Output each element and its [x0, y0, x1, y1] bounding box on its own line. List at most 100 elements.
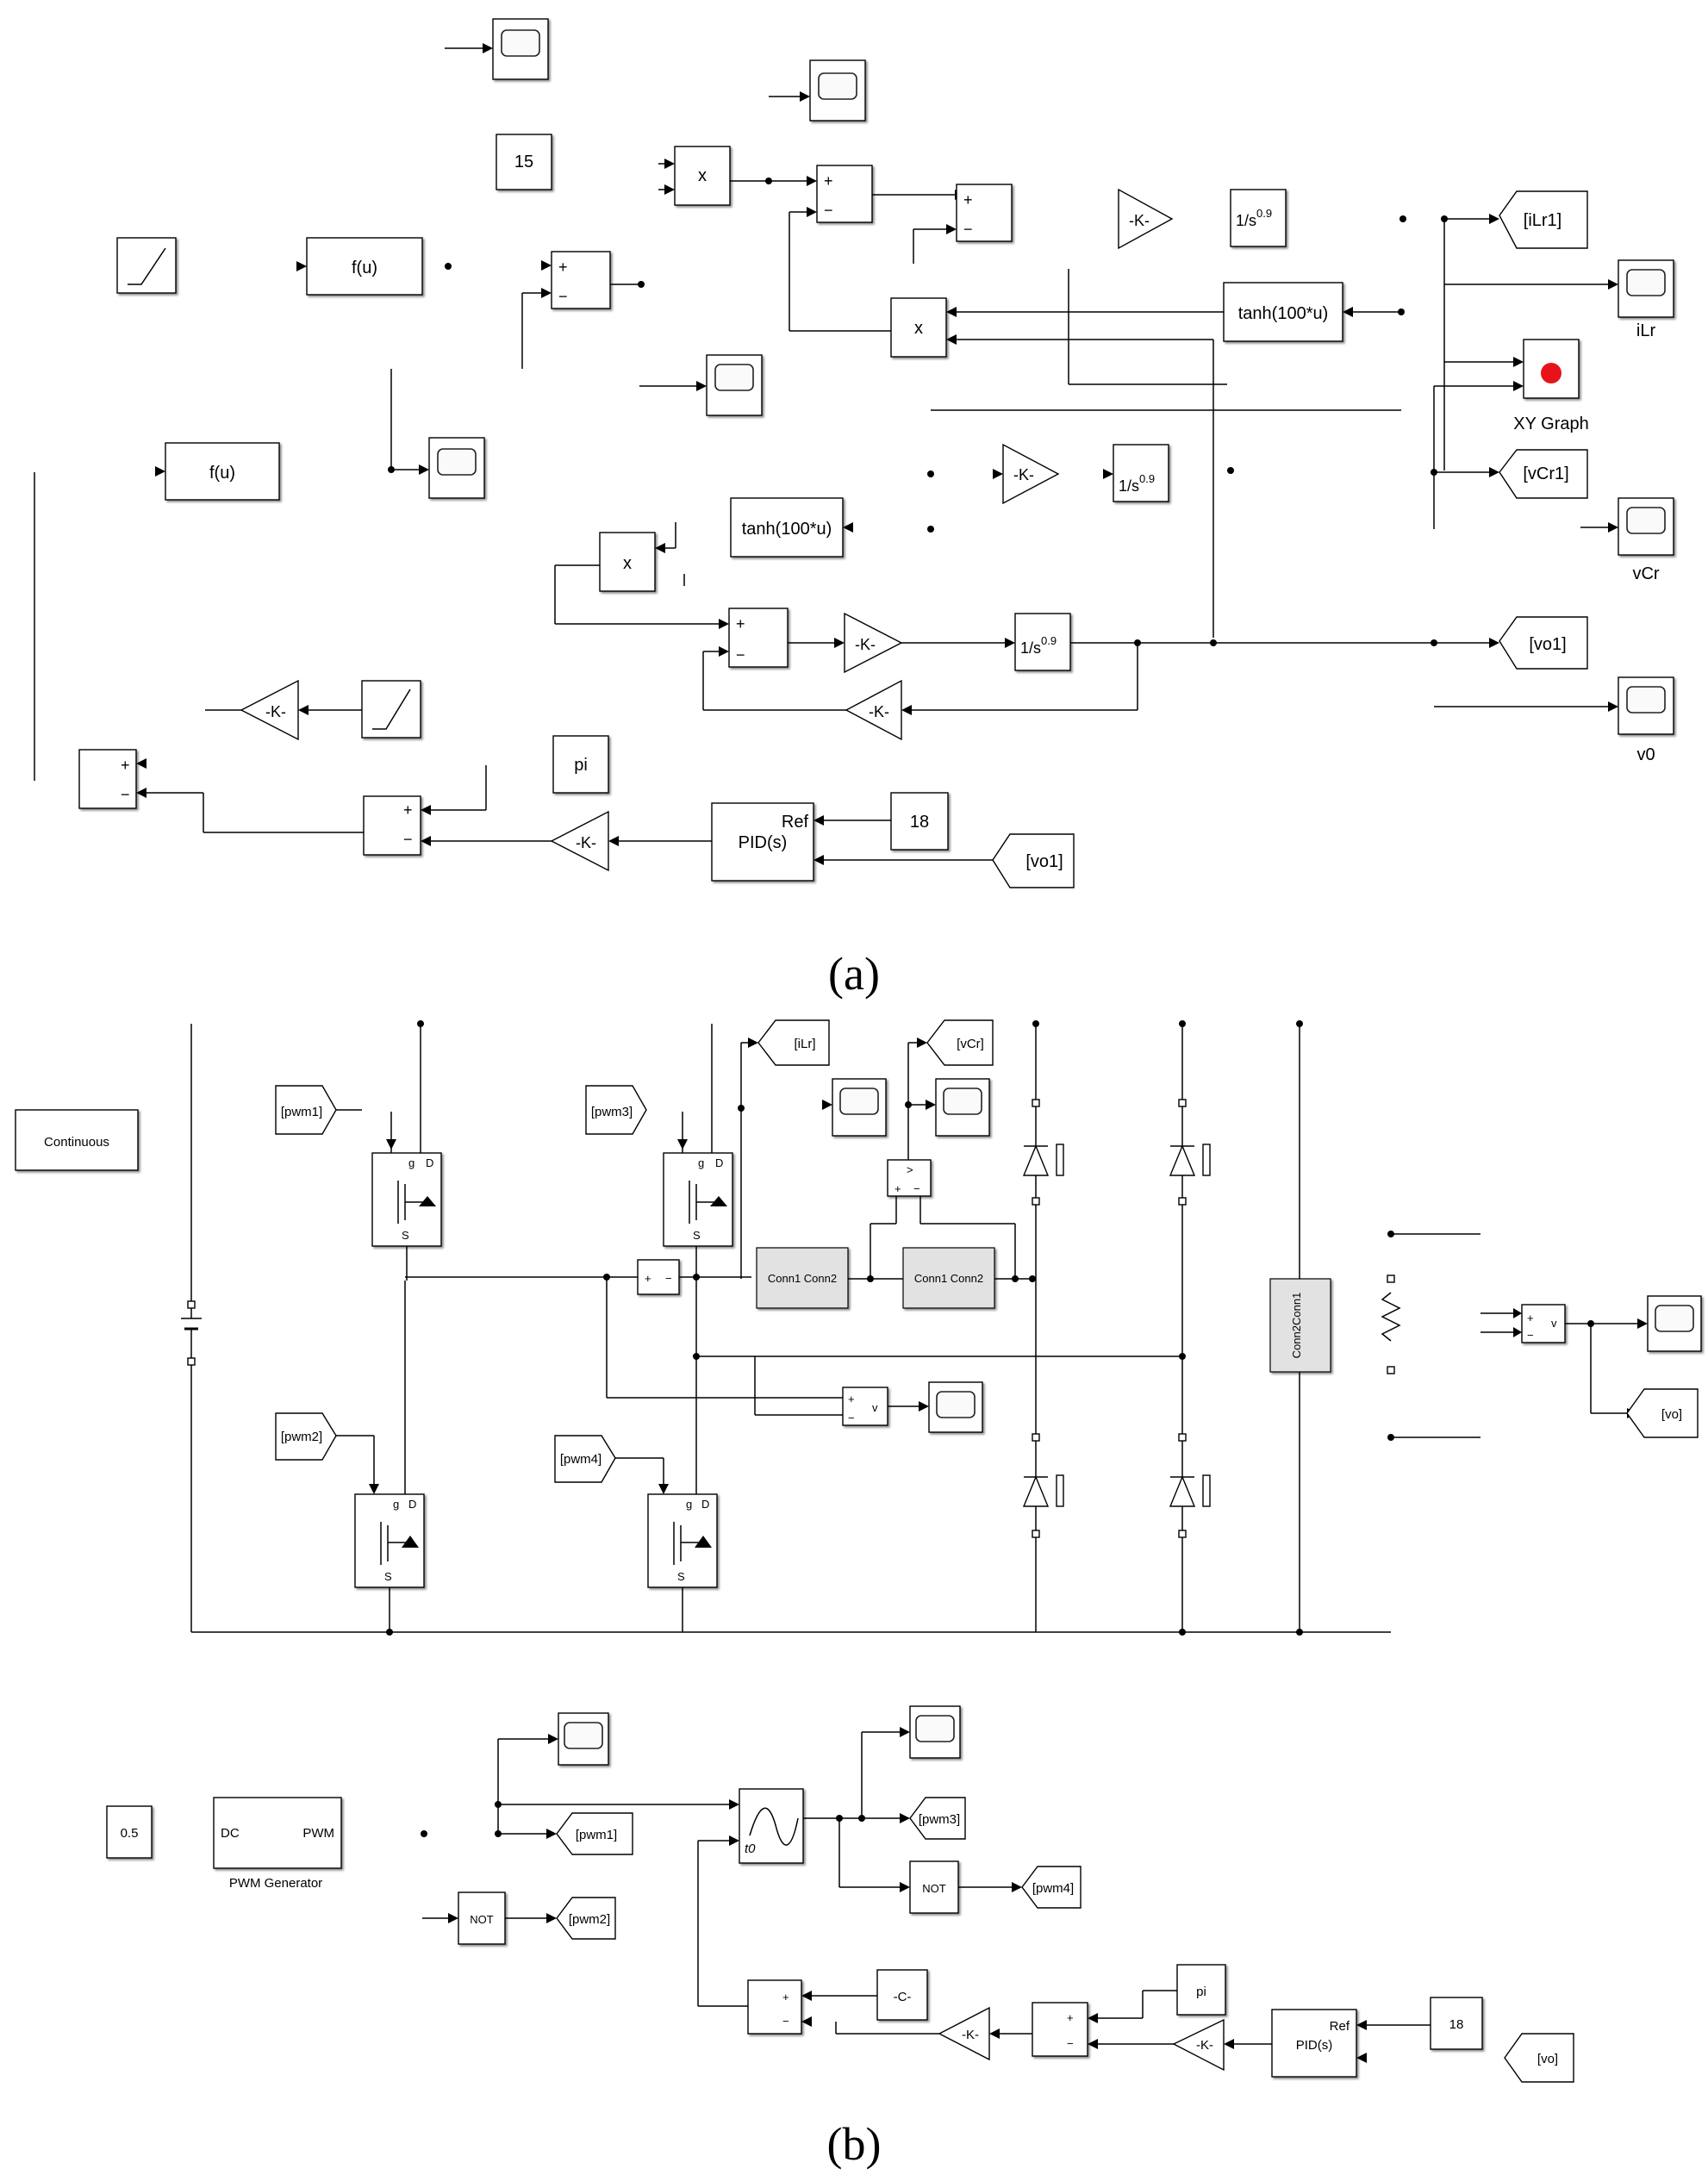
- sum-6[interactable]: + −: [363, 765, 552, 856]
- const-15[interactable]: 15: [496, 134, 552, 190]
- diode-3[interactable]: [1022, 1433, 1064, 1538]
- tag-pwm2[interactable]: [pwm2]: [275, 1412, 379, 1494]
- scope-b2[interactable]: [908, 1078, 990, 1137]
- sum-b2[interactable]: + −: [1032, 1990, 1177, 2057]
- mosfet-3[interactable]: g D S: [663, 1024, 733, 1499]
- scope-ilr[interactable]: iLr: [1618, 259, 1674, 340]
- const-pi-b[interactable]: pi: [1176, 1964, 1226, 2016]
- scope-a4[interactable]: [388, 369, 485, 499]
- svg-text:−: −: [848, 1412, 855, 1424]
- product-1[interactable]: x: [658, 146, 817, 206]
- frac-int-2[interactable]: 1/s0.9: [1103, 444, 1234, 502]
- tanh-2[interactable]: tanh(100*u): [730, 497, 934, 558]
- tag-pwm3-out[interactable]: [pwm3]: [909, 1797, 966, 1840]
- sum-3[interactable]: + −: [521, 251, 645, 369]
- gain-b2[interactable]: -K-: [1172, 2018, 1272, 2072]
- sum-5[interactable]: + −: [78, 749, 364, 833]
- sum-2[interactable]: + −: [913, 184, 1013, 264]
- svg-text:PID(s): PID(s): [739, 833, 788, 852]
- tag-pwm2-out[interactable]: [pwm2]: [556, 1897, 616, 1940]
- pid-b[interactable]: Ref PID(s): [1271, 2009, 1431, 2078]
- voltage-sensor-cr[interactable]: > + −: [870, 1159, 1016, 1279]
- svg-text:-K-: -K-: [265, 703, 286, 720]
- const-c[interactable]: -C-: [876, 1969, 928, 2021]
- tag-ilr[interactable]: [iLr]: [738, 1019, 830, 1279]
- scope-b6[interactable]: [909, 1705, 961, 1759]
- pwm-generator[interactable]: DC PWM PWM Generator: [213, 1797, 427, 1891]
- gain-b1[interactable]: -K-: [835, 2006, 1032, 2061]
- frac-int-1[interactable]: 1/s0.9: [1230, 189, 1287, 247]
- scope-b1[interactable]: [822, 1078, 887, 1137]
- diode-1[interactable]: [1022, 1024, 1064, 1632]
- scope-v0[interactable]: v0: [1434, 676, 1674, 764]
- tag-pwm4-out[interactable]: [pwm4]: [1021, 1866, 1082, 1909]
- gain-a2[interactable]: -K-: [927, 443, 1060, 505]
- svg-text:-K-: -K-: [1129, 212, 1150, 229]
- product-3[interactable]: x: [554, 522, 729, 629]
- svg-text:−: −: [1527, 1329, 1534, 1342]
- from-vo1[interactable]: [vo1]: [992, 833, 1075, 888]
- mosfet-1[interactable]: g D S: [371, 1020, 442, 1281]
- tanh-1[interactable]: tanh(100*u): [1223, 282, 1405, 342]
- tag-pwm1[interactable]: [pwm1]: [275, 1085, 362, 1135]
- load-resistor[interactable]: [1381, 1231, 1480, 1441]
- mosfet-2[interactable]: g D S: [354, 1281, 425, 1636]
- const-05[interactable]: 0.5: [106, 1805, 153, 1859]
- goto-vo1[interactable]: [vo1]: [1499, 616, 1588, 670]
- fcn-1[interactable]: f(u): [296, 237, 452, 296]
- tag-pwm1-out[interactable]: [pwm1]: [556, 1812, 633, 1855]
- fcn-2[interactable]: f(u): [155, 442, 280, 501]
- scope-a2[interactable]: [769, 59, 866, 122]
- ramp-a2[interactable]: [361, 680, 421, 739]
- tag-vo-out[interactable]: [vo]: [1626, 1388, 1699, 1438]
- lr-inductor-block[interactable]: Conn1 Conn2: [756, 1247, 903, 1309]
- current-sensor[interactable]: + −: [405, 1259, 751, 1295]
- pid-a[interactable]: Ref PID(s): [711, 802, 993, 882]
- not-2[interactable]: NOT: [909, 1860, 1022, 1914]
- const-pi-a[interactable]: pi: [552, 735, 609, 794]
- scope-b4[interactable]: [1647, 1295, 1702, 1352]
- voltage-sensor-bridge[interactable]: + − v: [606, 1277, 929, 1426]
- product-2[interactable]: x: [789, 297, 1224, 638]
- svg-text:18: 18: [1449, 2017, 1464, 2032]
- diode-4[interactable]: [1169, 1433, 1211, 1538]
- const-18-a[interactable]: 18: [890, 792, 949, 851]
- sum-4[interactable]: + −: [702, 608, 848, 711]
- transport-delay[interactable]: t0: [697, 1727, 910, 2007]
- not-1[interactable]: NOT: [422, 1891, 557, 1945]
- mosfet-4[interactable]: g D S: [647, 1493, 718, 1632]
- svg-text:f(u): f(u): [209, 464, 235, 483]
- scope-a1[interactable]: [445, 18, 549, 80]
- sum-b1[interactable]: + −: [747, 1979, 877, 2035]
- xy-graph[interactable]: XY Graph: [1433, 339, 1589, 529]
- scope-a3[interactable]: [639, 354, 763, 416]
- tag-vo-in[interactable]: [vo]: [1504, 2033, 1574, 2083]
- svg-text:+: +: [782, 1991, 789, 2004]
- scope-b5[interactable]: [495, 1712, 739, 1839]
- diode-2[interactable]: [1169, 1024, 1211, 1632]
- tag-vcr[interactable]: [vCr]: [905, 1019, 994, 1160]
- cr-capacitor-block[interactable]: Conn1 Conn2: [902, 1247, 1036, 1309]
- svg-text:15: 15: [514, 153, 533, 171]
- gain-a1[interactable]: -K-: [1118, 188, 1174, 250]
- scope-vcr[interactable]: vCr: [1580, 497, 1674, 583]
- svg-text:[pwm2]: [pwm2]: [281, 1430, 322, 1444]
- voltage-sensor-out[interactable]: + − v: [1480, 1304, 1648, 1418]
- scope-b3[interactable]: [928, 1381, 983, 1433]
- svg-text:−: −: [736, 646, 745, 664]
- gain-a5[interactable]: -K-: [205, 679, 362, 741]
- gain-a4[interactable]: -K-: [845, 679, 1138, 741]
- goto-vcr1[interactable]: [vCr1]: [1431, 449, 1588, 499]
- svg-text:+: +: [824, 172, 833, 190]
- tag-pwm4[interactable]: [pwm4]: [554, 1435, 669, 1494]
- const-18-b[interactable]: 18: [1430, 1997, 1483, 2050]
- frac-int-3[interactable]: 1/s0.9: [1014, 613, 1499, 710]
- gain-a3[interactable]: -K-: [844, 612, 1015, 674]
- tag-pwm3[interactable]: [pwm3]: [585, 1085, 647, 1135]
- goto-ilr1[interactable]: [iLr1]: [1399, 190, 1618, 471]
- gain-a6[interactable]: -K-: [550, 810, 712, 872]
- output-capacitor-block[interactable]: Conn2Conn1: [1269, 1020, 1331, 1632]
- ramp-a1[interactable]: [116, 237, 177, 294]
- powergui-continuous[interactable]: Continuous: [15, 1109, 139, 1171]
- svg-text:1/s0.9: 1/s0.9: [1020, 634, 1057, 657]
